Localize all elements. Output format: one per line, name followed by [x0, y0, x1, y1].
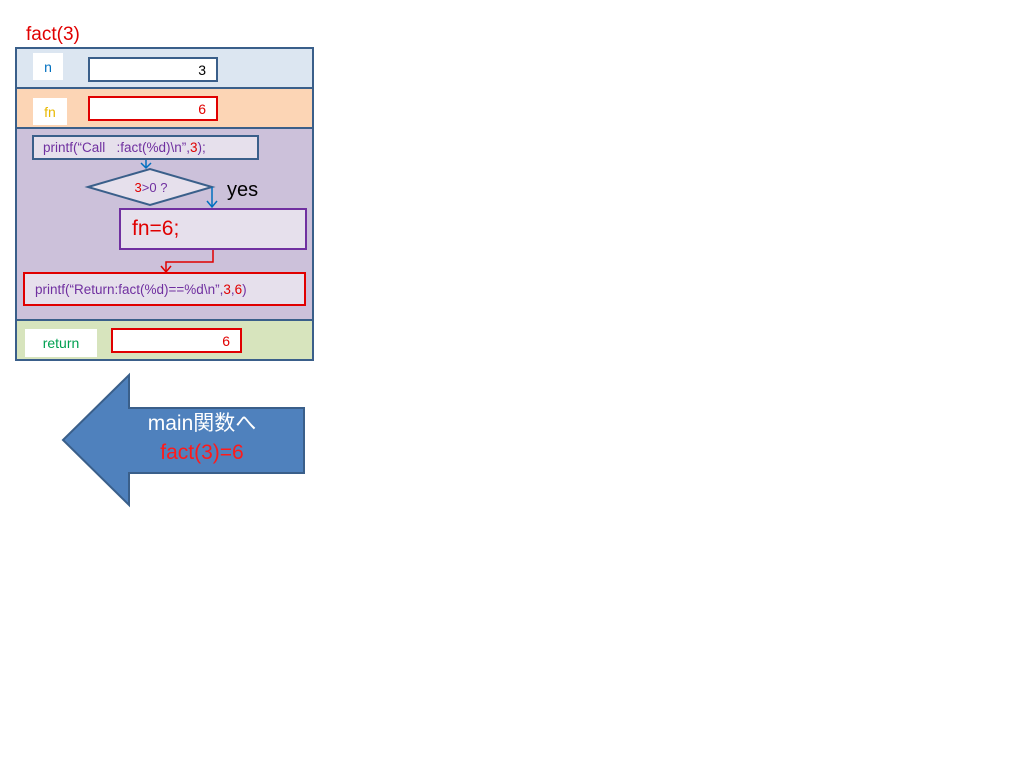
return-value: 6 — [111, 328, 242, 353]
variable-n-label: n — [33, 53, 63, 80]
back-arrow-line2: fact(3)=6 — [160, 441, 244, 464]
function-body: printf(“Call :fact(%d)\n”, 3); 3>0 ? yes… — [17, 129, 312, 321]
return-printf-suffix: ) — [242, 281, 247, 297]
back-arrow-text: main関数へ fact(3)=6 — [120, 410, 284, 468]
assignment-statement: fn=6; — [119, 208, 307, 250]
assign-to-return-connector — [165, 250, 214, 271]
back-to-main-arrow — [61, 372, 305, 508]
return-printf-statement: printf(“Return:fact(%d)==%d\n”,3,6) — [23, 272, 306, 306]
yes-branch-arrowhead — [206, 200, 218, 209]
back-arrow-shape — [61, 372, 305, 508]
variable-fn-value: 6 — [88, 96, 218, 121]
condition-text: 3>0 ? — [89, 177, 213, 197]
call-printf-suffix: ); — [197, 140, 206, 155]
return-label: return — [25, 329, 97, 357]
return-printf-prefix: printf(“Return:fact(%d)==%d\n”, — [35, 281, 224, 297]
variable-n-value: 3 — [88, 57, 218, 82]
flow-diagram — [84, 160, 218, 274]
call-to-condition-arrowhead — [140, 162, 152, 170]
variable-fn-row: fn 6 — [17, 89, 312, 129]
call-printf-prefix: printf(“Call :fact(%d)\n”, — [43, 140, 191, 155]
frame-title: fact(3) — [26, 24, 80, 45]
condition-variable: 3 — [134, 179, 142, 195]
yes-label: yes — [227, 179, 259, 201]
return-row: return 6 — [17, 321, 312, 359]
call-printf-statement: printf(“Call :fact(%d)\n”, 3); — [32, 135, 259, 160]
return-printf-comma: , — [230, 281, 235, 297]
variable-fn-label: fn — [33, 98, 67, 125]
return-printf-arg-fn: 6 — [234, 281, 243, 297]
stack-frame: n 3 fn 6 printf(“Call :fact(%d)\n”, 3); … — [15, 47, 314, 361]
condition-operator: >0 ? — [141, 179, 168, 195]
call-printf-argument: 3 — [190, 140, 198, 155]
variable-n-row: n 3 — [17, 49, 312, 89]
back-arrow-line1: main関数へ — [147, 412, 257, 435]
return-printf-arg-n: 3 — [223, 281, 231, 297]
